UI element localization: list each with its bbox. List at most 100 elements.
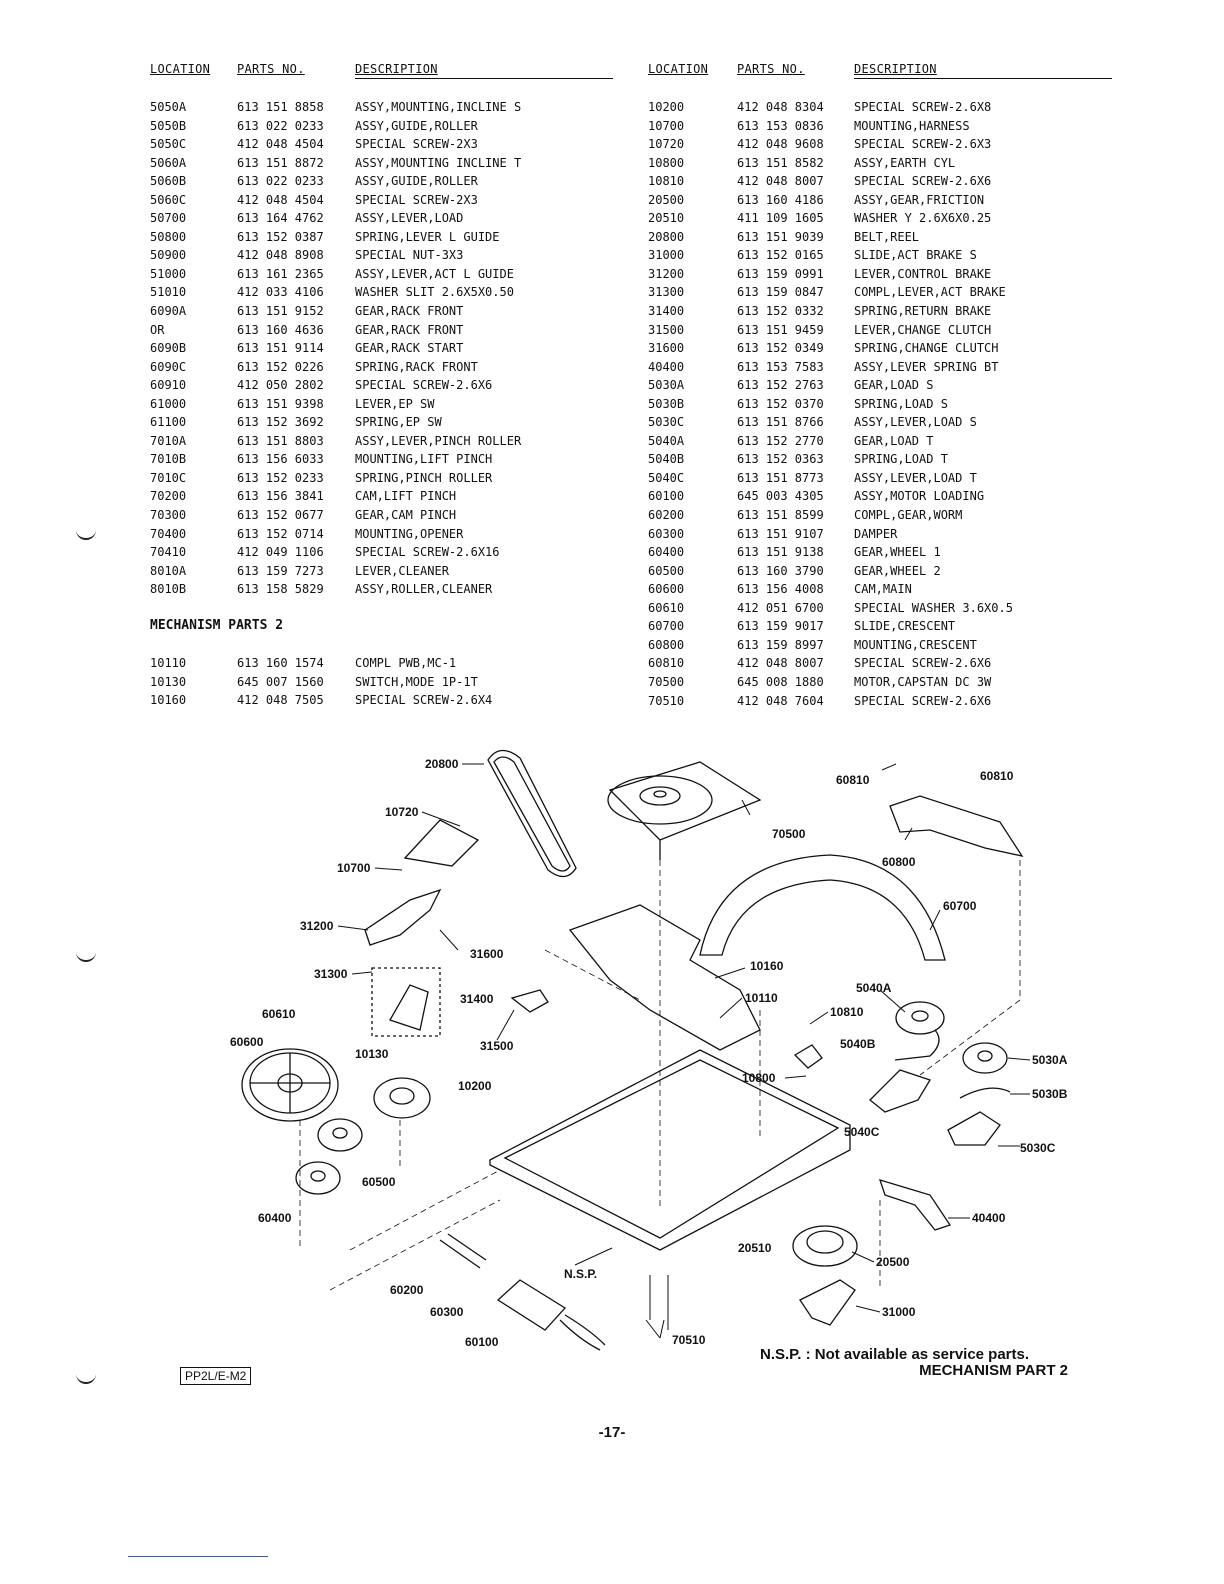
- description-cell: SWITCH,MODE 1P-1T: [355, 674, 478, 689]
- label-10700: 10700: [337, 861, 371, 875]
- part-number-cell: 613 151 9107: [737, 526, 824, 541]
- label-31400: 31400: [460, 992, 494, 1006]
- label-10110: 10110: [745, 991, 778, 1005]
- location-cell: 60610: [648, 600, 685, 615]
- part-number-cell: 613 152 0363: [737, 452, 824, 467]
- location-cell: 5050B: [150, 118, 187, 133]
- location-cell: 7010C: [150, 470, 187, 485]
- description-cell: ASSY,EARTH CYL: [854, 155, 956, 170]
- description-cell: ASSY,MOUNTING,INCLINE S: [355, 100, 522, 114]
- part-number-cell: 613 152 0233: [237, 470, 324, 485]
- location-cell: 60200: [648, 508, 685, 523]
- location-cell: 20510: [648, 211, 685, 226]
- label-60300: 60300: [430, 1305, 464, 1319]
- location-cell: 5040C: [648, 470, 685, 485]
- label-5030B: 5030B: [1032, 1087, 1068, 1101]
- part-number-cell: 613 152 0332: [737, 304, 824, 319]
- part-number-cell: 613 156 3841: [237, 489, 324, 504]
- location-cell: 5050A: [150, 100, 187, 114]
- part-number-cell: 613 160 1574: [237, 656, 324, 670]
- location-cell: 60500: [648, 563, 685, 578]
- location-cell: 20500: [648, 192, 685, 207]
- part-number-cell: 613 151 8582: [737, 155, 824, 170]
- description-cell: SPECIAL WASHER 3.6X0.5: [854, 600, 1013, 615]
- page-number: -17-: [598, 1424, 626, 1441]
- part-number-cell: 412 033 4106: [237, 285, 324, 300]
- location-cell: 5030C: [648, 415, 685, 430]
- part-number-cell: 613 159 0991: [737, 266, 824, 281]
- part-number-cell: 645 008 1880: [737, 674, 824, 689]
- part-number-cell: 613 152 3692: [237, 415, 324, 430]
- description-cell: LEVER,CHANGE CLUTCH: [854, 322, 992, 337]
- description-cell: ASSY,GUIDE,ROLLER: [355, 174, 478, 189]
- description-cell: GEAR,WHEEL 2: [854, 563, 941, 578]
- label-70510: 70510: [672, 1333, 706, 1347]
- location-cell: 5060C: [150, 192, 187, 207]
- nsp-footnote: N.S.P. : Not available as service parts.: [760, 1346, 1030, 1363]
- description-cell: SPECIAL SCREW-2.6X3: [854, 137, 992, 152]
- location-cell: 10130: [150, 674, 187, 689]
- part-number-cell: 613 159 0847: [737, 285, 824, 300]
- part-number-cell: 412 048 7604: [737, 693, 824, 708]
- part-number-cell: 412 048 8304: [737, 100, 824, 114]
- location-cell: 70500: [648, 674, 685, 689]
- location-cell: 70300: [150, 508, 187, 523]
- header-description-right: DESCRIPTION: [854, 62, 937, 76]
- description-cell: SPRING,EP SW: [355, 415, 442, 430]
- description-cell: ASSY,LEVER,LOAD: [355, 211, 464, 226]
- description-cell: MOUNTING,OPENER: [355, 526, 464, 541]
- part-number-cell: 613 151 9459: [737, 322, 824, 337]
- diagram-caption: MECHANISM PART 2: [919, 1362, 1068, 1379]
- description-cell: SPRING,LOAD T: [854, 452, 948, 467]
- location-cell: 31200: [648, 266, 685, 281]
- label-31200: 31200: [300, 919, 334, 933]
- location-cell: 31500: [648, 322, 685, 337]
- description-cell: SPECIAL SCREW-2.6X4: [355, 693, 493, 708]
- header-rule-right: [854, 78, 1112, 79]
- part-number-cell: 613 151 9039: [737, 229, 824, 244]
- location-cell: 10800: [648, 155, 685, 170]
- description-cell: COMPL,GEAR,WORM: [854, 508, 963, 523]
- description-cell: LEVER,CLEANER: [355, 563, 449, 578]
- location-cell: 51000: [150, 266, 187, 281]
- label-31000: 31000: [882, 1305, 916, 1319]
- description-cell: ASSY,GEAR,FRICTION: [854, 192, 985, 207]
- part-number-cell: 613 152 0370: [737, 396, 824, 411]
- description-cell: MOUNTING,HARNESS: [854, 118, 970, 133]
- description-cell: GEAR,RACK FRONT: [355, 322, 464, 337]
- part-number-cell: 613 151 9138: [737, 545, 824, 560]
- location-cell: 51010: [150, 285, 187, 300]
- description-cell: GEAR,LOAD T: [854, 433, 934, 448]
- location-cell: 50900: [150, 248, 187, 263]
- location-cell: 7010B: [150, 452, 187, 467]
- description-cell: ASSY,LEVER,PINCH ROLLER: [355, 433, 522, 448]
- part-number-cell: 412 050 2802: [237, 378, 324, 393]
- description-cell: SPECIAL SCREW-2X3: [355, 137, 478, 152]
- description-cell: SPECIAL SCREW-2.6X16: [355, 545, 500, 560]
- part-number-cell: 613 152 0677: [237, 508, 324, 523]
- description-cell: CAM,LIFT PINCH: [355, 489, 457, 504]
